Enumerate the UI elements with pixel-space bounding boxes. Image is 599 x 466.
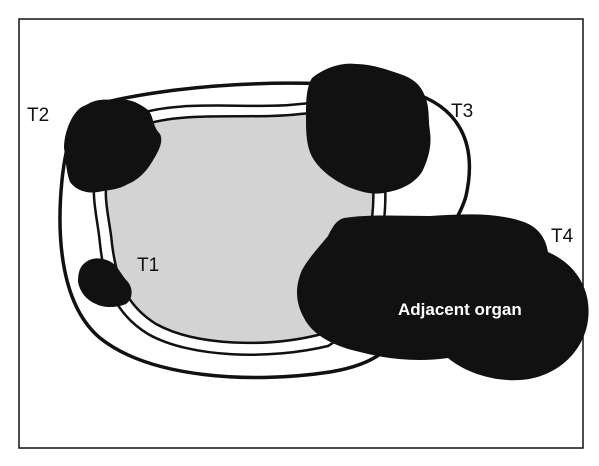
label-t2: T2 — [27, 105, 49, 126]
label-t4: T4 — [551, 226, 574, 247]
label-t1: T1 — [137, 255, 159, 276]
label-adjacent-organ: Adjacent organ — [398, 300, 522, 319]
label-t3: T3 — [451, 101, 473, 122]
